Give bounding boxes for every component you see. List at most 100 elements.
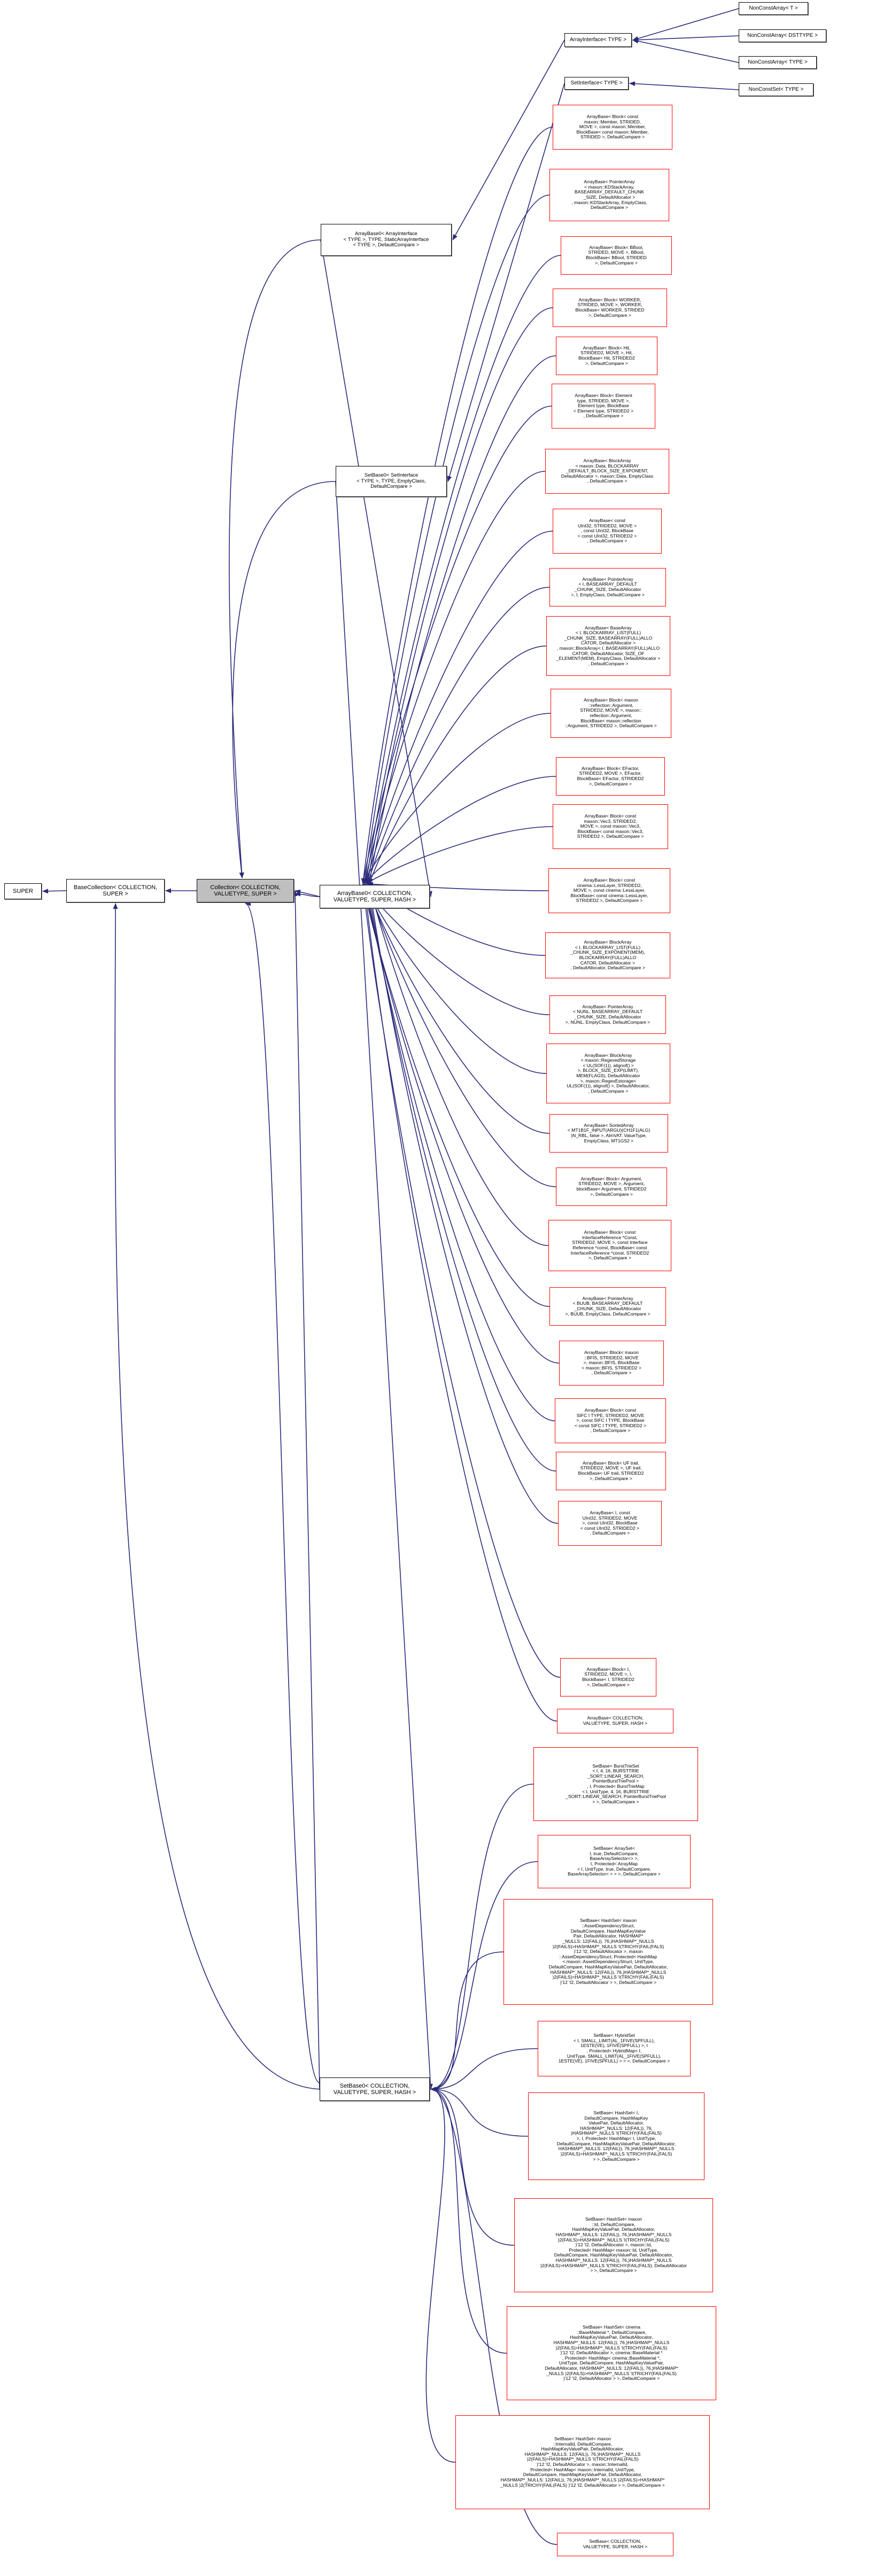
class-node-label: ArrayBase< Block< maxon ::reflection::Ar… — [565, 697, 657, 729]
inheritance-edge — [335, 481, 433, 2090]
class-node[interactable]: SetBase< HybridSet < I, SMALL_LIMIT(AL_1… — [538, 2021, 691, 2076]
class-node[interactable]: ArrayBase< Block< UF trail, STRIDED2, MO… — [556, 1452, 666, 1490]
class-node[interactable]: ArrayBase< Block< Argument, STRIDED2, MO… — [556, 1168, 667, 1206]
class-node-label: ArrayBase< COLLECTION, VALUETYPE, SUPER,… — [583, 1715, 648, 1726]
class-node[interactable]: ArrayBase< Block< const maxon::Member, S… — [553, 105, 672, 150]
class-node[interactable]: ArrayBase< Block< Hit, STRIDED2, MOVE >,… — [556, 337, 657, 375]
inheritance-edge — [245, 901, 320, 2083]
inheritance-edge — [365, 531, 553, 884]
class-node[interactable]: ArrayBase< Block< const cinema::LessLaye… — [548, 868, 670, 913]
inheritance-edge — [295, 889, 320, 897]
class-node-label: SetBase< HashSet< I, DefaultCompare, Has… — [556, 2110, 676, 2162]
class-node-label: ArrayBase< PointerArray < BUUB, BASEARRA… — [565, 1295, 650, 1317]
class-node[interactable]: Collection< COLLECTION, VALUETYPE, SUPER… — [197, 879, 294, 902]
inheritance-edge — [292, 890, 320, 2090]
class-node[interactable]: NonConstArray< DSTTYPE > — [739, 29, 826, 42]
inheritance-edge — [361, 883, 550, 1307]
class-node[interactable]: ArrayBase< Block< const maxon::Vec3, STR… — [553, 804, 668, 849]
class-node[interactable]: ArrayBase< BlockArray < I, BLOCKARRAY_LI… — [545, 932, 670, 978]
class-node-label: ArrayBase< SortedArray < MT1B1F_INPUT(AR… — [567, 1122, 650, 1143]
class-node-label: ArrayBase< Block< maxon ::BFIS, STRIDED2… — [582, 1349, 641, 1376]
class-node[interactable]: ArrayBase< COLLECTION, VALUETYPE, SUPER,… — [557, 1709, 673, 1733]
class-node[interactable]: SetBase< ArraySet< I, true, DefaultCompa… — [538, 1835, 691, 1888]
class-node[interactable]: SetBase< BurstTrieSet < I, 4, 16, BURSTT… — [533, 1747, 698, 1821]
class-node-label: Collection< COLLECTION, VALUETYPE, SUPER… — [210, 884, 281, 897]
inheritance-edge — [363, 471, 546, 884]
class-node[interactable]: SetBase0< SetInterface < TYPE >, TYPE, E… — [336, 466, 447, 497]
class-node-label: ArrayBase< Block< EFactor, STRIDED2, MOV… — [577, 765, 644, 787]
inheritance-edge — [365, 883, 550, 1134]
class-node[interactable]: ArrayBase0< COLLECTION, VALUETYPE, SUPER… — [320, 885, 430, 908]
class-node[interactable]: ArrayBase< PointerArray < NUNL, BASEARRA… — [549, 995, 666, 1034]
inheritance-edge — [295, 891, 320, 897]
class-node-label: ArrayBase< Block< Argument, STRIDED2, MO… — [576, 1176, 647, 1197]
class-node[interactable]: NonConstArray< TYPE > — [739, 56, 817, 69]
class-node-label: ArrayBase< BlockArray < maxon::RegexedSt… — [567, 1052, 650, 1094]
inheritance-edge — [364, 883, 547, 1074]
class-node[interactable]: SetBase< HashSet< maxon ::Id, DefaultCom… — [514, 2198, 713, 2292]
class-node[interactable]: SetBase< HashSet< cinema ::BaseMaterial … — [507, 2306, 716, 2400]
inheritance-edge — [430, 2087, 515, 2246]
inheritance-edge — [366, 826, 553, 884]
inheritance-edge — [447, 83, 565, 482]
class-node[interactable]: ArrayBase< Block< maxon ::reflection::Ar… — [551, 689, 671, 738]
class-node[interactable]: ArrayInterface< TYPE > — [564, 33, 632, 47]
class-node-label: ArrayBase< const UInt32, STRIDED2, MOVE … — [577, 517, 637, 544]
inheritance-edge — [452, 40, 565, 240]
inheritance-edge — [368, 883, 549, 1246]
class-node[interactable]: ArrayBase< Block< Element type, STRIDED,… — [552, 384, 655, 429]
class-node-label: ArrayBase< Block< const SIFC I TYPE, STR… — [574, 1407, 647, 1434]
class-node[interactable]: BaseCollection< COLLECTION, SUPER > — [66, 879, 165, 902]
class-node[interactable]: ArrayBase< SortedArray < MT1B1F_INPUT(AR… — [549, 1114, 668, 1153]
class-node-label: SetBase< HashSet< cinema ::BaseMaterial … — [545, 2324, 678, 2382]
class-node[interactable]: ArrayBase0< ArrayInterface < TYPE >, TYP… — [321, 224, 452, 256]
inheritance-edge — [366, 307, 553, 884]
class-node[interactable]: ArrayBase< PointerArray < BUUB, BASEARRA… — [549, 1287, 666, 1326]
class-node-label: ArrayBase< Block< BBool, STRIDED, MOVE >… — [586, 244, 647, 266]
inheritance-edge — [232, 481, 336, 878]
class-node[interactable]: ArrayBase< BaseArray < I, BLOCKARRAY_LIS… — [546, 616, 670, 676]
class-node[interactable]: NonConstSet< TYPE > — [739, 83, 814, 96]
class-node[interactable]: ArrayBase< Block< I, STRIDED2, MOVE >, I… — [560, 1658, 656, 1696]
class-node-label: NonConstArray< TYPE > — [748, 59, 808, 66]
class-node-label: ArrayBase< Block< const cinema::LessLaye… — [570, 877, 648, 904]
class-node-label: ArrayBase< Block< const InterfaceReferen… — [570, 1229, 649, 1261]
class-node[interactable]: ArrayBase< const UInt32, STRIDED2, MOVE … — [553, 509, 662, 554]
class-node[interactable]: ArrayBase< I, const UInt32, STRIDED2, MO… — [558, 1501, 662, 1546]
class-node[interactable]: SetBase0< COLLECTION, VALUETYPE, SUPER, … — [320, 2077, 430, 2101]
class-node-label: SUPER — [13, 888, 33, 894]
class-node-label: BaseCollection< COLLECTION, SUPER > — [73, 884, 158, 897]
class-node[interactable]: SUPER — [4, 883, 42, 899]
class-node[interactable]: SetInterface< TYPE > — [564, 77, 629, 90]
class-node[interactable]: SetBase< COLLECTION, VALUETYPE, SUPER, H… — [557, 2533, 673, 2556]
class-node-label: ArrayBase< PointerArray < NUNL, BASEARRA… — [565, 1003, 650, 1025]
class-node[interactable]: ArrayBase< Block< const InterfaceReferen… — [548, 1220, 671, 1271]
class-node[interactable]: SetBase< HashSet< maxon ::InternalId, De… — [455, 2415, 710, 2509]
class-node[interactable]: ArrayBase< Block< EFactor, STRIDED2, MOV… — [556, 757, 665, 796]
class-node[interactable]: NonConstArray< T > — [739, 2, 808, 15]
class-node-label: NonConstArray< DSTTYPE > — [747, 33, 818, 39]
class-node-label: SetInterface< TYPE > — [570, 80, 623, 87]
class-node-label: SetBase< HashSet< maxon ::AssetDependenc… — [548, 1918, 668, 1985]
class-node[interactable]: ArrayBase< Block< maxon ::BFIS, STRIDED2… — [559, 1341, 664, 1386]
class-node-label: ArrayBase< BlockArray < maxon::Data, BLO… — [561, 457, 654, 484]
class-node[interactable]: ArrayBase< PointerArray < I, BASEARRAY_D… — [549, 568, 666, 606]
class-node[interactable]: ArrayBase< Block< WORKER, STRIDED, MOVE … — [553, 289, 667, 327]
class-node[interactable]: ArrayBase< BlockArray < maxon::RegexedSt… — [546, 1044, 670, 1103]
class-node-label: ArrayBase< Block< Hit, STRIDED2, MOVE >,… — [578, 345, 635, 366]
class-node-label: ArrayBase< BaseArray < I, BLOCKARRAY_LIS… — [556, 625, 661, 666]
class-node[interactable]: SetBase< HashSet< I, DefaultCompare, Has… — [528, 2092, 704, 2180]
class-node-label: ArrayBase< PointerArray < maxon::KDStack… — [571, 179, 647, 211]
class-node[interactable]: ArrayBase< BlockArray < maxon::Data, BLO… — [545, 449, 669, 494]
inheritance-edge — [113, 903, 320, 2090]
class-node[interactable]: ArrayBase< Block< const SIFC I TYPE, STR… — [555, 1398, 666, 1443]
inheritance-edge — [365, 883, 555, 1421]
class-node-label: ArrayBase< BlockArray < I, BLOCKARRAY_LI… — [570, 939, 645, 971]
inheritance-edge — [629, 81, 739, 90]
class-node[interactable]: ArrayBase< PointerArray < maxon::KDStack… — [549, 169, 669, 221]
class-node[interactable]: ArrayBase< Block< BBool, STRIDED, MOVE >… — [561, 236, 672, 275]
inheritance-edge — [364, 776, 556, 884]
class-node-label: SetBase0< COLLECTION, VALUETYPE, SUPER, … — [333, 2082, 416, 2096]
class-node[interactable]: SetBase< HashSet< maxon ::AssetDependenc… — [504, 1899, 713, 2005]
